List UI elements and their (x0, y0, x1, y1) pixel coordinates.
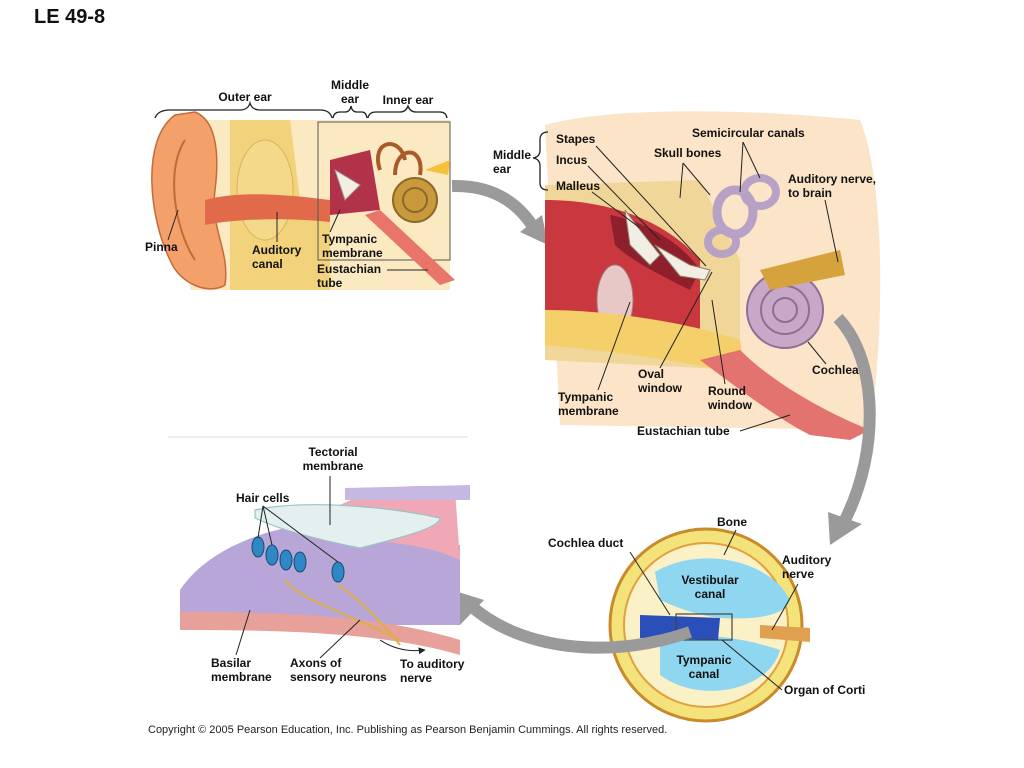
label-round-window: Round window (708, 384, 752, 412)
label-oval-window: Oval window (638, 367, 682, 395)
label-incus: Incus (556, 153, 588, 167)
label-middle-ear-2: Middle ear (493, 148, 531, 176)
label-auditory-nerve-brain: Auditory nerve, to brain (788, 172, 877, 200)
label-eustachian-tube-1: Eustachian tube (317, 262, 382, 290)
label-pinna: Pinna (145, 240, 178, 254)
label-vestibular-canal: Vestibular canal (681, 573, 739, 601)
organ-of-corti-illustration (168, 436, 470, 659)
label-middle-ear-top: Middle ear (331, 78, 369, 106)
label-inner-ear: Inner ear (382, 93, 434, 107)
label-eustachian-tube-2: Eustachian tube (637, 424, 730, 438)
label-cochlea: Cochlea (812, 363, 859, 377)
label-tympanic-membrane-1: Tympanic membrane (322, 232, 383, 260)
label-skull-bones: Skull bones (654, 146, 722, 160)
label-malleus: Malleus (556, 179, 601, 193)
label-cochlea-duct: Cochlea duct (548, 536, 624, 550)
label-auditory-nerve-3: Auditory nerve (782, 553, 832, 581)
label-tympanic-membrane-2: Tympanic membrane (558, 390, 619, 418)
label-semicircular-canals: Semicircular canals (692, 126, 805, 140)
label-to-auditory-nerve: To auditory nerve (400, 657, 465, 685)
label-outer-ear: Outer ear (218, 90, 272, 104)
label-hair-cells: Hair cells (236, 491, 290, 505)
label-axons-sensory-neurons: Axons of sensory neurons (290, 656, 387, 684)
copyright-notice: Copyright © 2005 Pearson Education, Inc.… (148, 724, 668, 736)
label-tectorial-membrane: Tectorial membrane (302, 445, 364, 473)
cochlea-cross-section (608, 527, 810, 723)
label-organ-of-corti: Organ of Corti (784, 683, 866, 697)
label-basilar-membrane: Basilar membrane (211, 656, 272, 684)
outer-ear-illustration (151, 100, 455, 290)
label-stapes: Stapes (556, 132, 596, 146)
label-tympanic-canal: Tympanic canal (676, 653, 732, 681)
page-title: LE 49-8 (34, 6, 106, 28)
label-auditory-canal: Auditory canal (252, 243, 302, 271)
label-bone: Bone (717, 515, 747, 529)
middle-ear-illustration (532, 111, 881, 440)
